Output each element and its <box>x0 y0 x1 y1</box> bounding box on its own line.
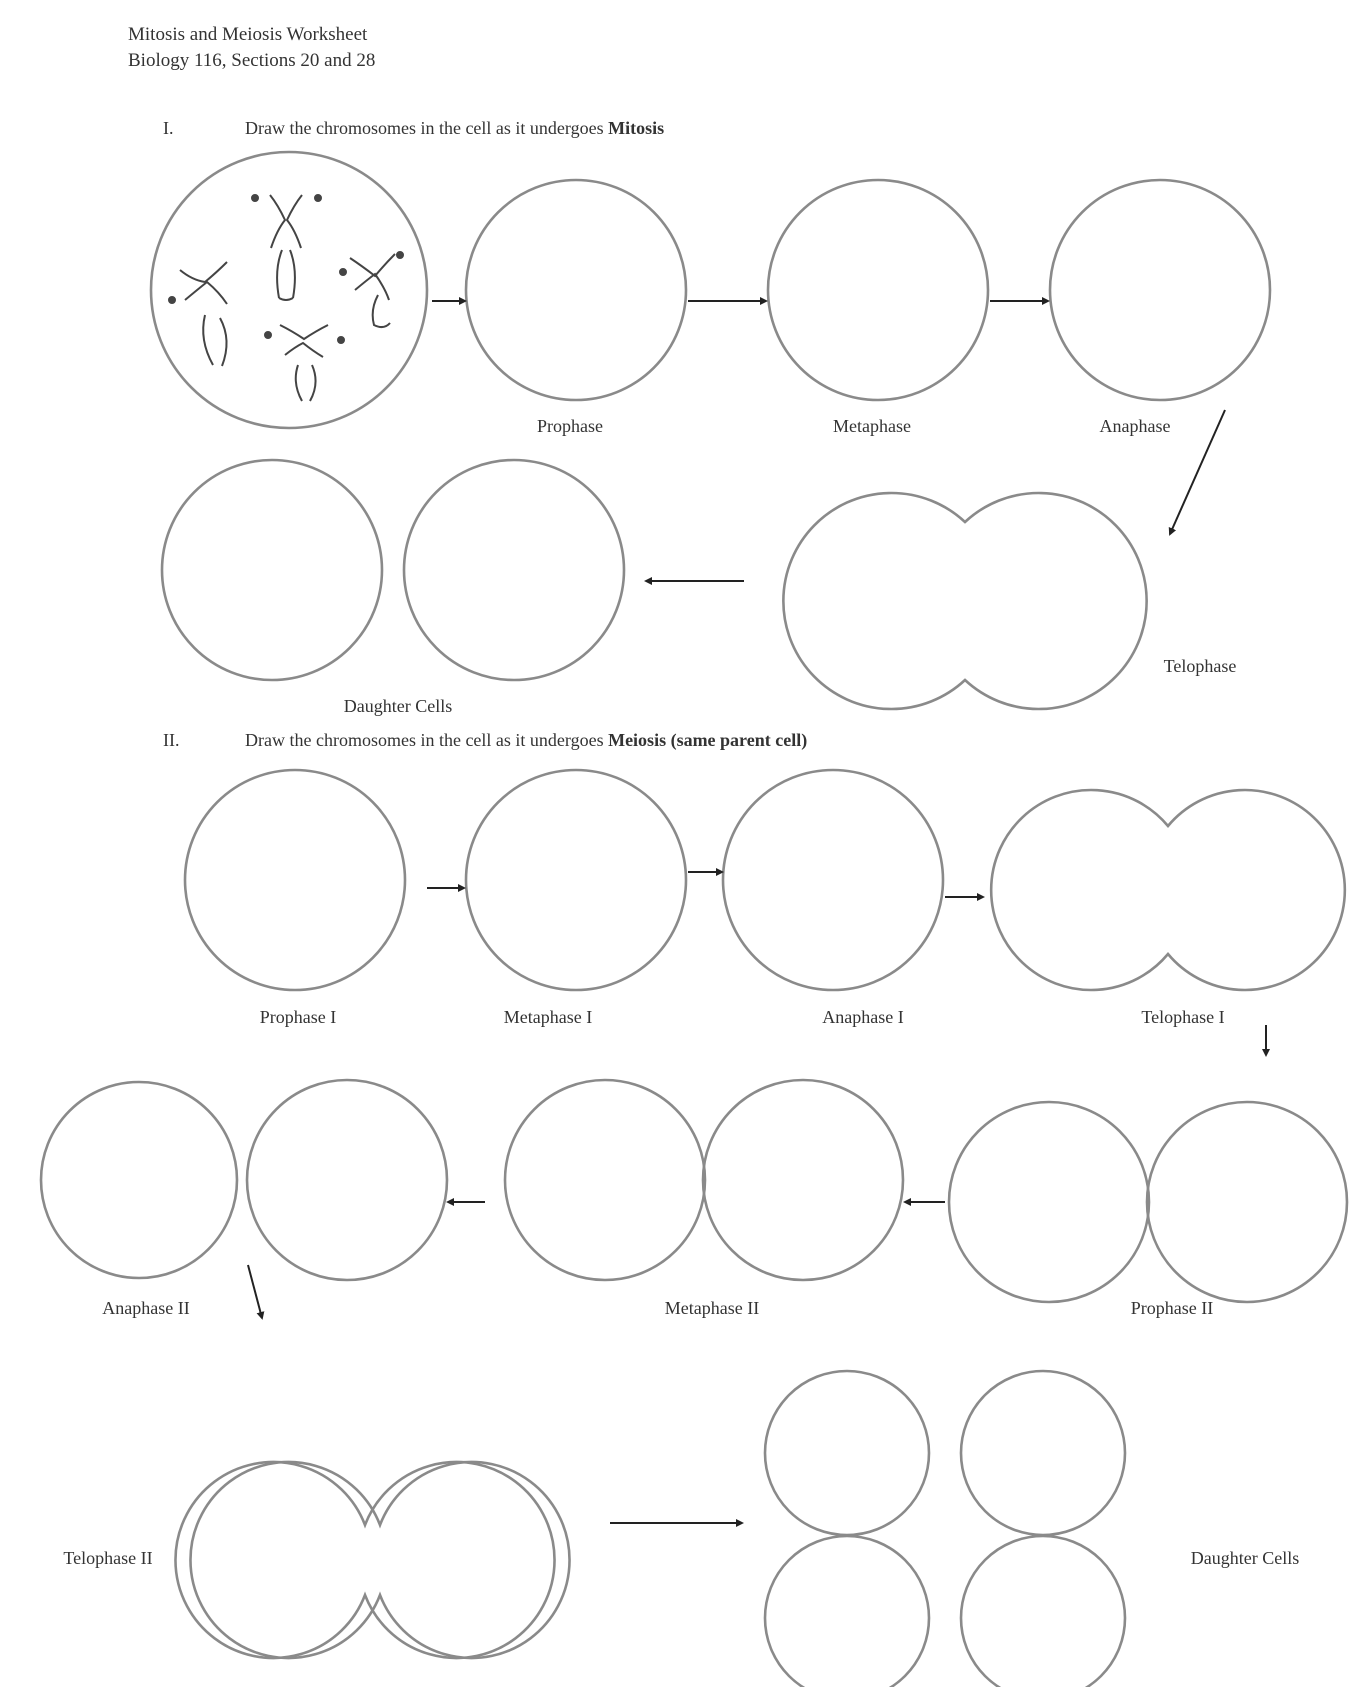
meiosis-metaphase2-cell-2 <box>703 1080 903 1280</box>
meiosis-daughter-cell-3 <box>765 1536 929 1687</box>
meiosis-telophase1-cell <box>991 790 1345 990</box>
label-telophase1: Telophase I <box>1141 1007 1224 1028</box>
mitosis-metaphase-cell <box>768 180 988 400</box>
label-anaphase2: Anaphase II <box>102 1298 189 1319</box>
label-metaphase: Metaphase <box>833 416 911 437</box>
label-prophase: Prophase <box>537 416 603 437</box>
label-telophase: Telophase <box>1164 656 1237 677</box>
meiosis-anaphase2-cell-2 <box>247 1080 447 1280</box>
label-mitosis-daughter-cells: Daughter Cells <box>344 696 452 717</box>
meiosis-metaphase1-cell <box>466 770 686 990</box>
label-meiosis-daughter-cells: Daughter Cells <box>1191 1548 1299 1569</box>
meiosis-metaphase2-cell-1 <box>505 1080 705 1280</box>
mitosis-telophase-cell <box>783 493 1146 709</box>
label-prophase2: Prophase II <box>1131 1298 1213 1319</box>
meiosis-anaphase2-cell-1 <box>41 1082 237 1278</box>
mitosis-prophase-cell <box>466 180 686 400</box>
label-anaphase1: Anaphase I <box>822 1007 903 1028</box>
meiosis-prophase2-cell-1 <box>949 1102 1149 1302</box>
meiosis-daughter-cell-4 <box>961 1536 1125 1687</box>
meiosis-anaphase1-cell <box>723 770 943 990</box>
meiosis-telophase2-cell-left <box>175 1462 554 1658</box>
meiosis-daughter-cell-1 <box>765 1371 929 1535</box>
arrow-to-telophase <box>1170 410 1225 534</box>
meiosis-prophase2-cell-2 <box>1147 1102 1347 1302</box>
label-telophase2: Telophase II <box>63 1548 152 1569</box>
arrow-to-telophase2 <box>248 1265 262 1318</box>
label-prophase1: Prophase I <box>260 1007 336 1028</box>
label-metaphase1: Metaphase I <box>504 1007 592 1028</box>
meiosis-daughter-cell-2 <box>961 1371 1125 1535</box>
mitosis-daughter-cell-2 <box>404 460 624 680</box>
chromosomes-drawing <box>169 195 403 401</box>
meiosis-prophase1-cell <box>185 770 405 990</box>
label-anaphase: Anaphase <box>1100 416 1171 437</box>
meiosis-telophase2-cell-right <box>190 1462 569 1658</box>
label-metaphase2: Metaphase II <box>665 1298 759 1319</box>
mitosis-daughter-cell-1 <box>162 460 382 680</box>
mitosis-anaphase-cell <box>1050 180 1270 400</box>
